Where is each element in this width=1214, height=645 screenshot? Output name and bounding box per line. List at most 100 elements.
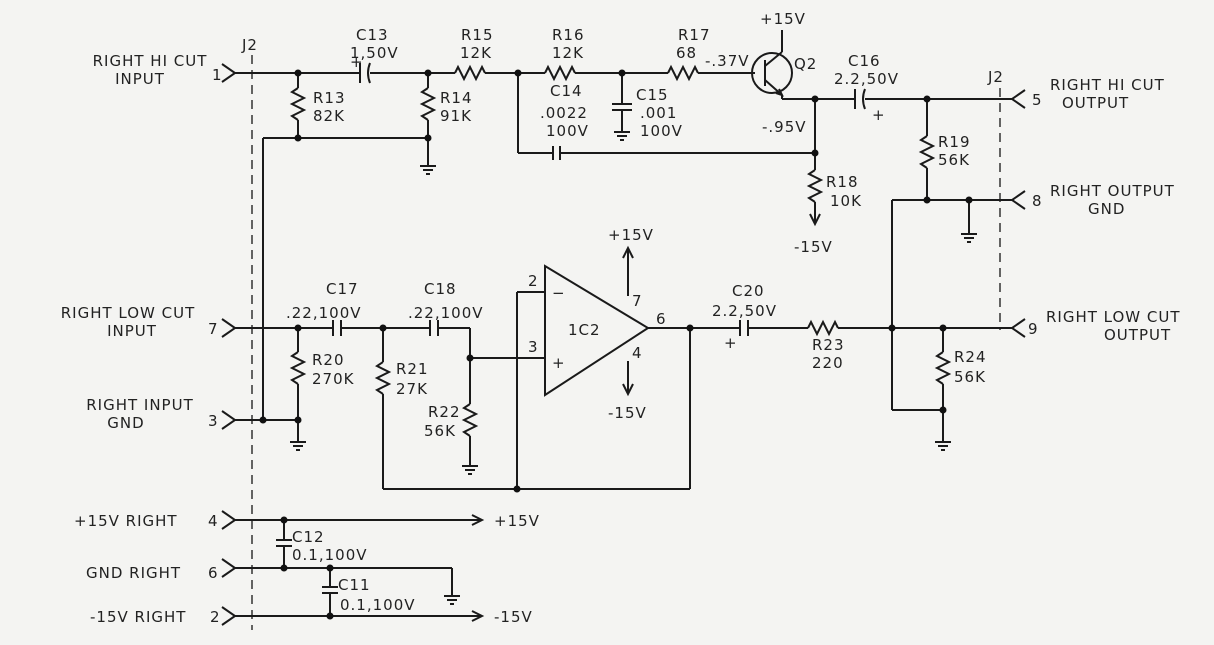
ic2-pin6: 6 <box>656 310 667 328</box>
c20-ref: C20 <box>732 282 765 300</box>
q2-transistor <box>751 52 793 94</box>
c11-ref: C11 <box>338 576 371 594</box>
port-3-name: RIGHT INPUT <box>86 396 194 414</box>
r22-ref: R22 <box>428 403 461 421</box>
q2-supply-voltage: +15V <box>760 10 806 28</box>
c15-ref: C15 <box>636 86 669 104</box>
r22-resistor <box>461 403 479 437</box>
port-8-name: RIGHT OUTPUT <box>1050 182 1175 200</box>
c14-value: .0022 <box>540 104 588 122</box>
r19-resistor <box>918 135 936 169</box>
port-6-pin: 6 <box>208 564 219 582</box>
r24-value: 56K <box>954 368 986 386</box>
ic2-vplus: +15V <box>608 226 654 244</box>
port-9-name: RIGHT LOW CUT <box>1046 308 1181 326</box>
r17-ref: R17 <box>678 26 711 44</box>
r21-ref: R21 <box>396 360 429 378</box>
port-3-sub: GND <box>107 414 144 432</box>
ic2-vminus: -15V <box>608 404 647 422</box>
r16-value: 12K <box>552 44 584 62</box>
r20-resistor <box>289 351 307 385</box>
ic2-pin2: 2 <box>528 272 539 290</box>
port-1-arrow <box>221 63 237 83</box>
ic2-pin3: 3 <box>528 338 539 356</box>
c16-value: 2.2,50V <box>834 70 899 88</box>
r18-supply: -15V <box>794 238 833 256</box>
r13-value: 82K <box>313 107 345 125</box>
c16-ref: C16 <box>848 52 881 70</box>
c17-value: .22,100V <box>286 304 362 322</box>
c15-value: .001 <box>640 104 677 122</box>
r13-ref: R13 <box>313 89 346 107</box>
c13-value: 1,50V <box>350 44 399 62</box>
port-5-arrow <box>1010 89 1026 109</box>
port-2-pin: 2 <box>210 608 221 626</box>
q2-emitter-voltage: -.95V <box>762 118 807 136</box>
r14-resistor <box>419 87 437 121</box>
port-4-pin: 4 <box>208 512 219 530</box>
r13-resistor <box>289 87 307 121</box>
r23-ref: R23 <box>812 336 845 354</box>
c15-voltage: 100V <box>640 122 683 140</box>
port-4-arrow <box>221 510 237 530</box>
c20-plus: + <box>724 334 738 352</box>
port-5-pin: 5 <box>1032 91 1043 109</box>
c12-value: 0.1,100V <box>292 546 368 564</box>
r19-ref: R19 <box>938 133 971 151</box>
c13-plus: + <box>350 53 364 71</box>
port-7-pin: 7 <box>208 320 219 338</box>
port-9-sub: OUTPUT <box>1104 326 1171 344</box>
r15-value: 12K <box>460 44 492 62</box>
r24-ref: R24 <box>954 348 987 366</box>
r20-value: 270K <box>312 370 355 388</box>
connector-label-left: J2 <box>241 36 258 54</box>
port-5-name: RIGHT HI CUT <box>1050 76 1165 94</box>
r17-value: 68 <box>676 44 697 62</box>
c18-value: .22,100V <box>408 304 484 322</box>
port-3-pin: 3 <box>208 412 219 430</box>
r14-ref: R14 <box>440 89 473 107</box>
r18-ref: R18 <box>826 173 859 191</box>
c12-ref: C12 <box>292 528 325 546</box>
c14-voltage: 100V <box>546 122 589 140</box>
ic2-pin7: 7 <box>632 292 643 310</box>
port-6-arrow <box>221 558 237 578</box>
q2-base-voltage: -.37V <box>705 52 750 70</box>
port-7-sub: INPUT <box>107 322 157 340</box>
r23-resistor <box>807 319 839 337</box>
r23-value: 220 <box>812 354 844 372</box>
r20-ref: R20 <box>312 351 345 369</box>
r22-value: 56K <box>424 422 456 440</box>
port-9-arrow <box>1010 318 1026 338</box>
r21-value: 27K <box>396 380 428 398</box>
port-1-sub: INPUT <box>115 70 165 88</box>
ic2-opamp <box>544 264 650 397</box>
r16-resistor <box>544 64 576 82</box>
r15-ref: R15 <box>461 26 494 44</box>
r18-value: 10K <box>830 192 862 210</box>
port-7-arrow <box>221 318 237 338</box>
port-7-name: RIGHT LOW CUT <box>61 304 196 322</box>
r14-value: 91K <box>440 107 472 125</box>
port-2-name: -15V RIGHT <box>90 608 186 626</box>
r16-ref: R16 <box>552 26 585 44</box>
port-5-sub: OUTPUT <box>1062 94 1129 112</box>
port-8-arrow <box>1010 190 1026 210</box>
port-8-sub: GND <box>1088 200 1125 218</box>
r18-resistor <box>806 169 824 203</box>
ic2-ref: 1C2 <box>568 321 601 339</box>
r19-value: 56K <box>938 151 970 169</box>
port-3-arrow <box>221 410 237 430</box>
r24-resistor <box>934 351 952 385</box>
c20-value: 2.2,50V <box>712 302 777 320</box>
connector-label-right: J2 <box>987 68 1004 86</box>
port-8-pin: 8 <box>1032 192 1043 210</box>
port-9-pin: 9 <box>1028 320 1039 338</box>
port-4-name: +15V RIGHT <box>74 512 178 530</box>
r17-resistor <box>667 64 699 82</box>
c13-ref: C13 <box>356 26 389 44</box>
rail-neg-label: -15V <box>494 608 533 626</box>
junction-dots <box>259 69 973 620</box>
ic2-pin4: 4 <box>632 344 643 362</box>
